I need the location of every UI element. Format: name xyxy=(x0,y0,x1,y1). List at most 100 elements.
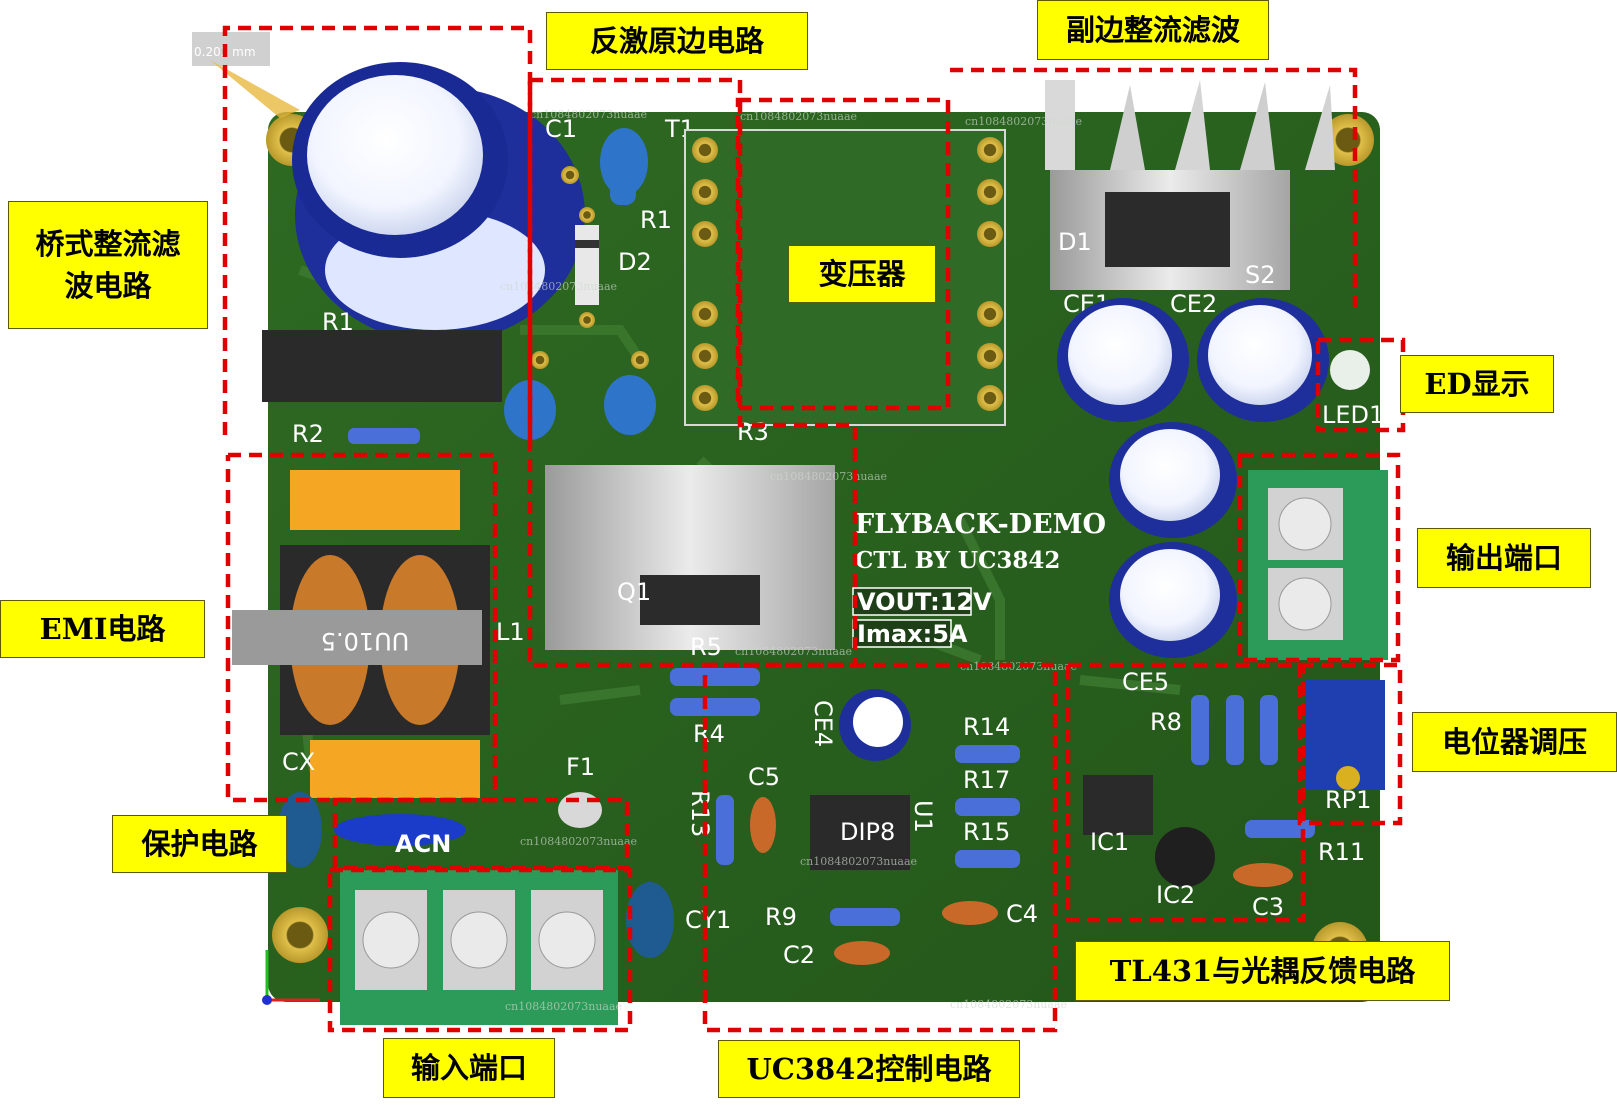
label-u1: U1 xyxy=(909,800,937,833)
svg-text:cn1084802073nuaae: cn1084802073nuaae xyxy=(520,835,637,848)
capacitor-cx-top xyxy=(290,470,460,530)
diode-d1-package xyxy=(1105,192,1230,267)
label-rp1: RP1 xyxy=(1325,786,1371,814)
region-pot xyxy=(1297,662,1403,826)
board-subtitle: CTL BY UC3842 xyxy=(855,547,1060,574)
svg-text:cn1084802073nuaae: cn1084802073nuaae xyxy=(505,1000,622,1013)
label-cx: CX xyxy=(282,748,315,776)
ic-u1-dip8 xyxy=(810,795,910,870)
bulk-capacitor xyxy=(292,62,585,343)
region-primary xyxy=(527,77,858,668)
label-c4: C4 xyxy=(1006,900,1038,928)
label-choke: UU10.5 xyxy=(321,627,410,655)
output-terminal-block xyxy=(1248,470,1388,660)
svg-text:cn1084802073nuaae: cn1084802073nuaae xyxy=(735,645,852,658)
label-r14: R14 xyxy=(963,713,1010,741)
label-l1: L1 xyxy=(496,618,525,646)
label-r17: R17 xyxy=(963,766,1010,794)
label-c1: C1 xyxy=(545,115,577,143)
label-r3: R3 xyxy=(737,418,769,446)
svg-text:cn1084802073nuaae: cn1084802073nuaae xyxy=(800,855,917,868)
resistor-r4 xyxy=(670,698,760,716)
label-r8: R8 xyxy=(1150,708,1182,736)
mosfet-q1 xyxy=(640,575,760,625)
callout-potentiometer: 电位器调压 xyxy=(1412,712,1617,772)
board-imax: Imax:5A xyxy=(857,620,968,648)
label-s2: S2 xyxy=(1245,261,1276,289)
resistor-r14 xyxy=(955,745,1020,763)
common-mode-choke: UU10.5 xyxy=(232,545,490,735)
label-r2: R2 xyxy=(292,420,324,448)
resistor-r9 xyxy=(830,908,900,926)
label-dip8: DIP8 xyxy=(840,818,895,846)
region-secondary xyxy=(950,67,1358,310)
svg-text:cn1084802073nuaae: cn1084802073nuaae xyxy=(950,998,1067,1011)
capacitor-cy-left xyxy=(278,792,322,868)
capacitor-c4 xyxy=(942,901,998,925)
label-d2: D2 xyxy=(618,248,652,276)
label-ce4: CE4 xyxy=(809,700,837,747)
callout-flyback-primary: 反激原边电路 xyxy=(546,12,808,70)
resistor-r2 xyxy=(348,428,420,444)
varistor xyxy=(334,814,466,846)
svg-text:cn1084802073nuaae: cn1084802073nuaae xyxy=(530,108,647,121)
capacitor-c3 xyxy=(1233,863,1293,887)
transformer-pins xyxy=(692,137,1003,411)
svg-text:cn1084802073nuaae: cn1084802073nuaae xyxy=(960,660,1077,673)
svg-text:cn1084802073nuaae: cn1084802073nuaae xyxy=(770,470,887,483)
callout-tl431-feedback: TL431与光耦反馈电路 xyxy=(1075,941,1450,1001)
callout-bridge-rectifier: 桥式整流滤 波电路 xyxy=(8,201,208,329)
label-r9: R9 xyxy=(765,903,797,931)
callout-uc3842-control: UC3842控制电路 xyxy=(718,1040,1020,1098)
callout-transformer: 变压器 xyxy=(788,245,936,303)
label-r5: R5 xyxy=(690,633,722,661)
label-q1: Q1 xyxy=(617,578,651,606)
label-r1: R1 xyxy=(640,206,672,234)
output-capacitors xyxy=(1057,298,1329,658)
callout-input-port: 输入端口 xyxy=(383,1038,555,1098)
callout-output-port: 输出端口 xyxy=(1417,528,1591,588)
svg-text:cn1084802073nuaae: cn1084802073nuaae xyxy=(965,115,1082,128)
region-outlines xyxy=(222,25,1406,1033)
resistor-r17 xyxy=(955,798,1020,816)
svg-text:cn1084802073nuaae: cn1084802073nuaae xyxy=(740,110,857,123)
heatsink-primary xyxy=(545,465,835,650)
diode-d2 xyxy=(575,225,599,305)
tl431-ic2 xyxy=(1155,827,1215,887)
resistor-r5 xyxy=(670,668,760,686)
scale-badge xyxy=(192,32,270,66)
label-r13: R13 xyxy=(686,790,714,837)
capacitor-c2 xyxy=(834,941,890,965)
capacitor-c5 xyxy=(750,797,776,853)
label-c2: C2 xyxy=(783,941,815,969)
resistor-r1 xyxy=(610,150,636,205)
label-led1: LED1 xyxy=(1322,401,1384,429)
label-r11: R11 xyxy=(1318,838,1365,866)
optocoupler-ic1 xyxy=(1083,775,1153,835)
label-ce5: CE5 xyxy=(1122,668,1169,696)
resistor-r15 xyxy=(955,850,1020,868)
region-feedback xyxy=(1065,662,1306,923)
label-ce2: CE2 xyxy=(1170,290,1217,318)
svg-text:cn1084802073nuaae: cn1084802073nuaae xyxy=(500,280,617,293)
label-ic2: IC2 xyxy=(1156,881,1195,909)
callout-emi: EMI电路 xyxy=(0,600,205,658)
capacitor-primary-b xyxy=(604,375,656,435)
label-c5: C5 xyxy=(748,763,780,791)
feedback-resistors xyxy=(1191,695,1315,838)
label-cy1: CY1 xyxy=(685,906,731,934)
label-r1b: R1 xyxy=(322,308,354,336)
region-transformer xyxy=(735,97,951,411)
fuse-f1 xyxy=(558,792,602,828)
resistor-r13 xyxy=(716,795,734,865)
capacitor-cx xyxy=(310,740,480,798)
label-c3: C3 xyxy=(1252,893,1284,921)
board-vout: VOUT:12V xyxy=(857,588,992,616)
callout-secondary-rectifier: 副边整流滤波 xyxy=(1037,0,1269,60)
label-f1: F1 xyxy=(566,753,595,781)
label-r4: R4 xyxy=(693,720,725,748)
heatsink-secondary xyxy=(1045,80,1335,290)
label-d1: D1 xyxy=(1058,228,1092,256)
